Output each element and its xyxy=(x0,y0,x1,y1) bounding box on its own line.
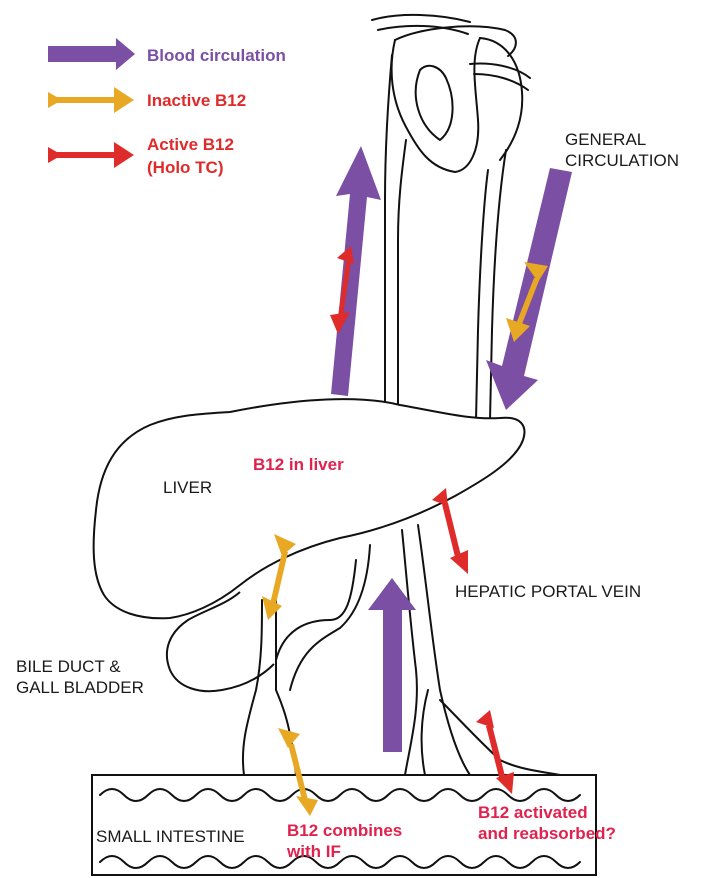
hepatic-vein-vessels xyxy=(385,55,506,420)
red-double-arrow-icon xyxy=(48,142,134,168)
label-bile-duct-2: GALL BLADDER xyxy=(16,678,144,697)
label-b12-combines-1: B12 combines xyxy=(287,821,402,840)
label-b12-combines-2: with IF xyxy=(286,842,341,861)
legend-label-active-sub: (Holo TC) xyxy=(147,158,223,177)
blood-arrow-up-left xyxy=(331,146,381,396)
legend-label-active: Active B12 xyxy=(147,135,234,154)
label-b12-activated-1: B12 activated xyxy=(478,803,588,822)
heart xyxy=(372,15,530,172)
label-small-intestine: SMALL INTESTINE xyxy=(96,827,245,846)
label-bile-duct-1: BILE DUCT & xyxy=(16,657,121,676)
legend-label-blood: Blood circulation xyxy=(147,46,286,65)
label-b12-in-liver: B12 in liver xyxy=(253,455,344,474)
legend-label-inactive: Inactive B12 xyxy=(147,91,246,110)
legend-item-blood-circulation: Blood circulation xyxy=(48,38,286,70)
label-general-1: GENERAL xyxy=(565,130,646,149)
label-liver: LIVER xyxy=(163,478,212,497)
portal-vein xyxy=(402,525,560,775)
legend: Blood circulation Inactive B12 Active B1… xyxy=(48,38,286,177)
purple-block-arrow-icon xyxy=(48,38,135,70)
blood-arrow-up-portal xyxy=(368,578,416,752)
label-general-2: CIRCULATION xyxy=(565,151,679,170)
orange-double-arrow-icon xyxy=(48,87,134,113)
active-arrow-portal-vein xyxy=(432,488,468,574)
legend-item-inactive-b12: Inactive B12 xyxy=(48,87,246,113)
label-hepatic-portal-vein: HEPATIC PORTAL VEIN xyxy=(455,582,641,601)
legend-item-active-b12: Active B12 (Holo TC) xyxy=(48,135,234,177)
label-b12-activated-2: and reabsorbed? xyxy=(478,824,616,843)
